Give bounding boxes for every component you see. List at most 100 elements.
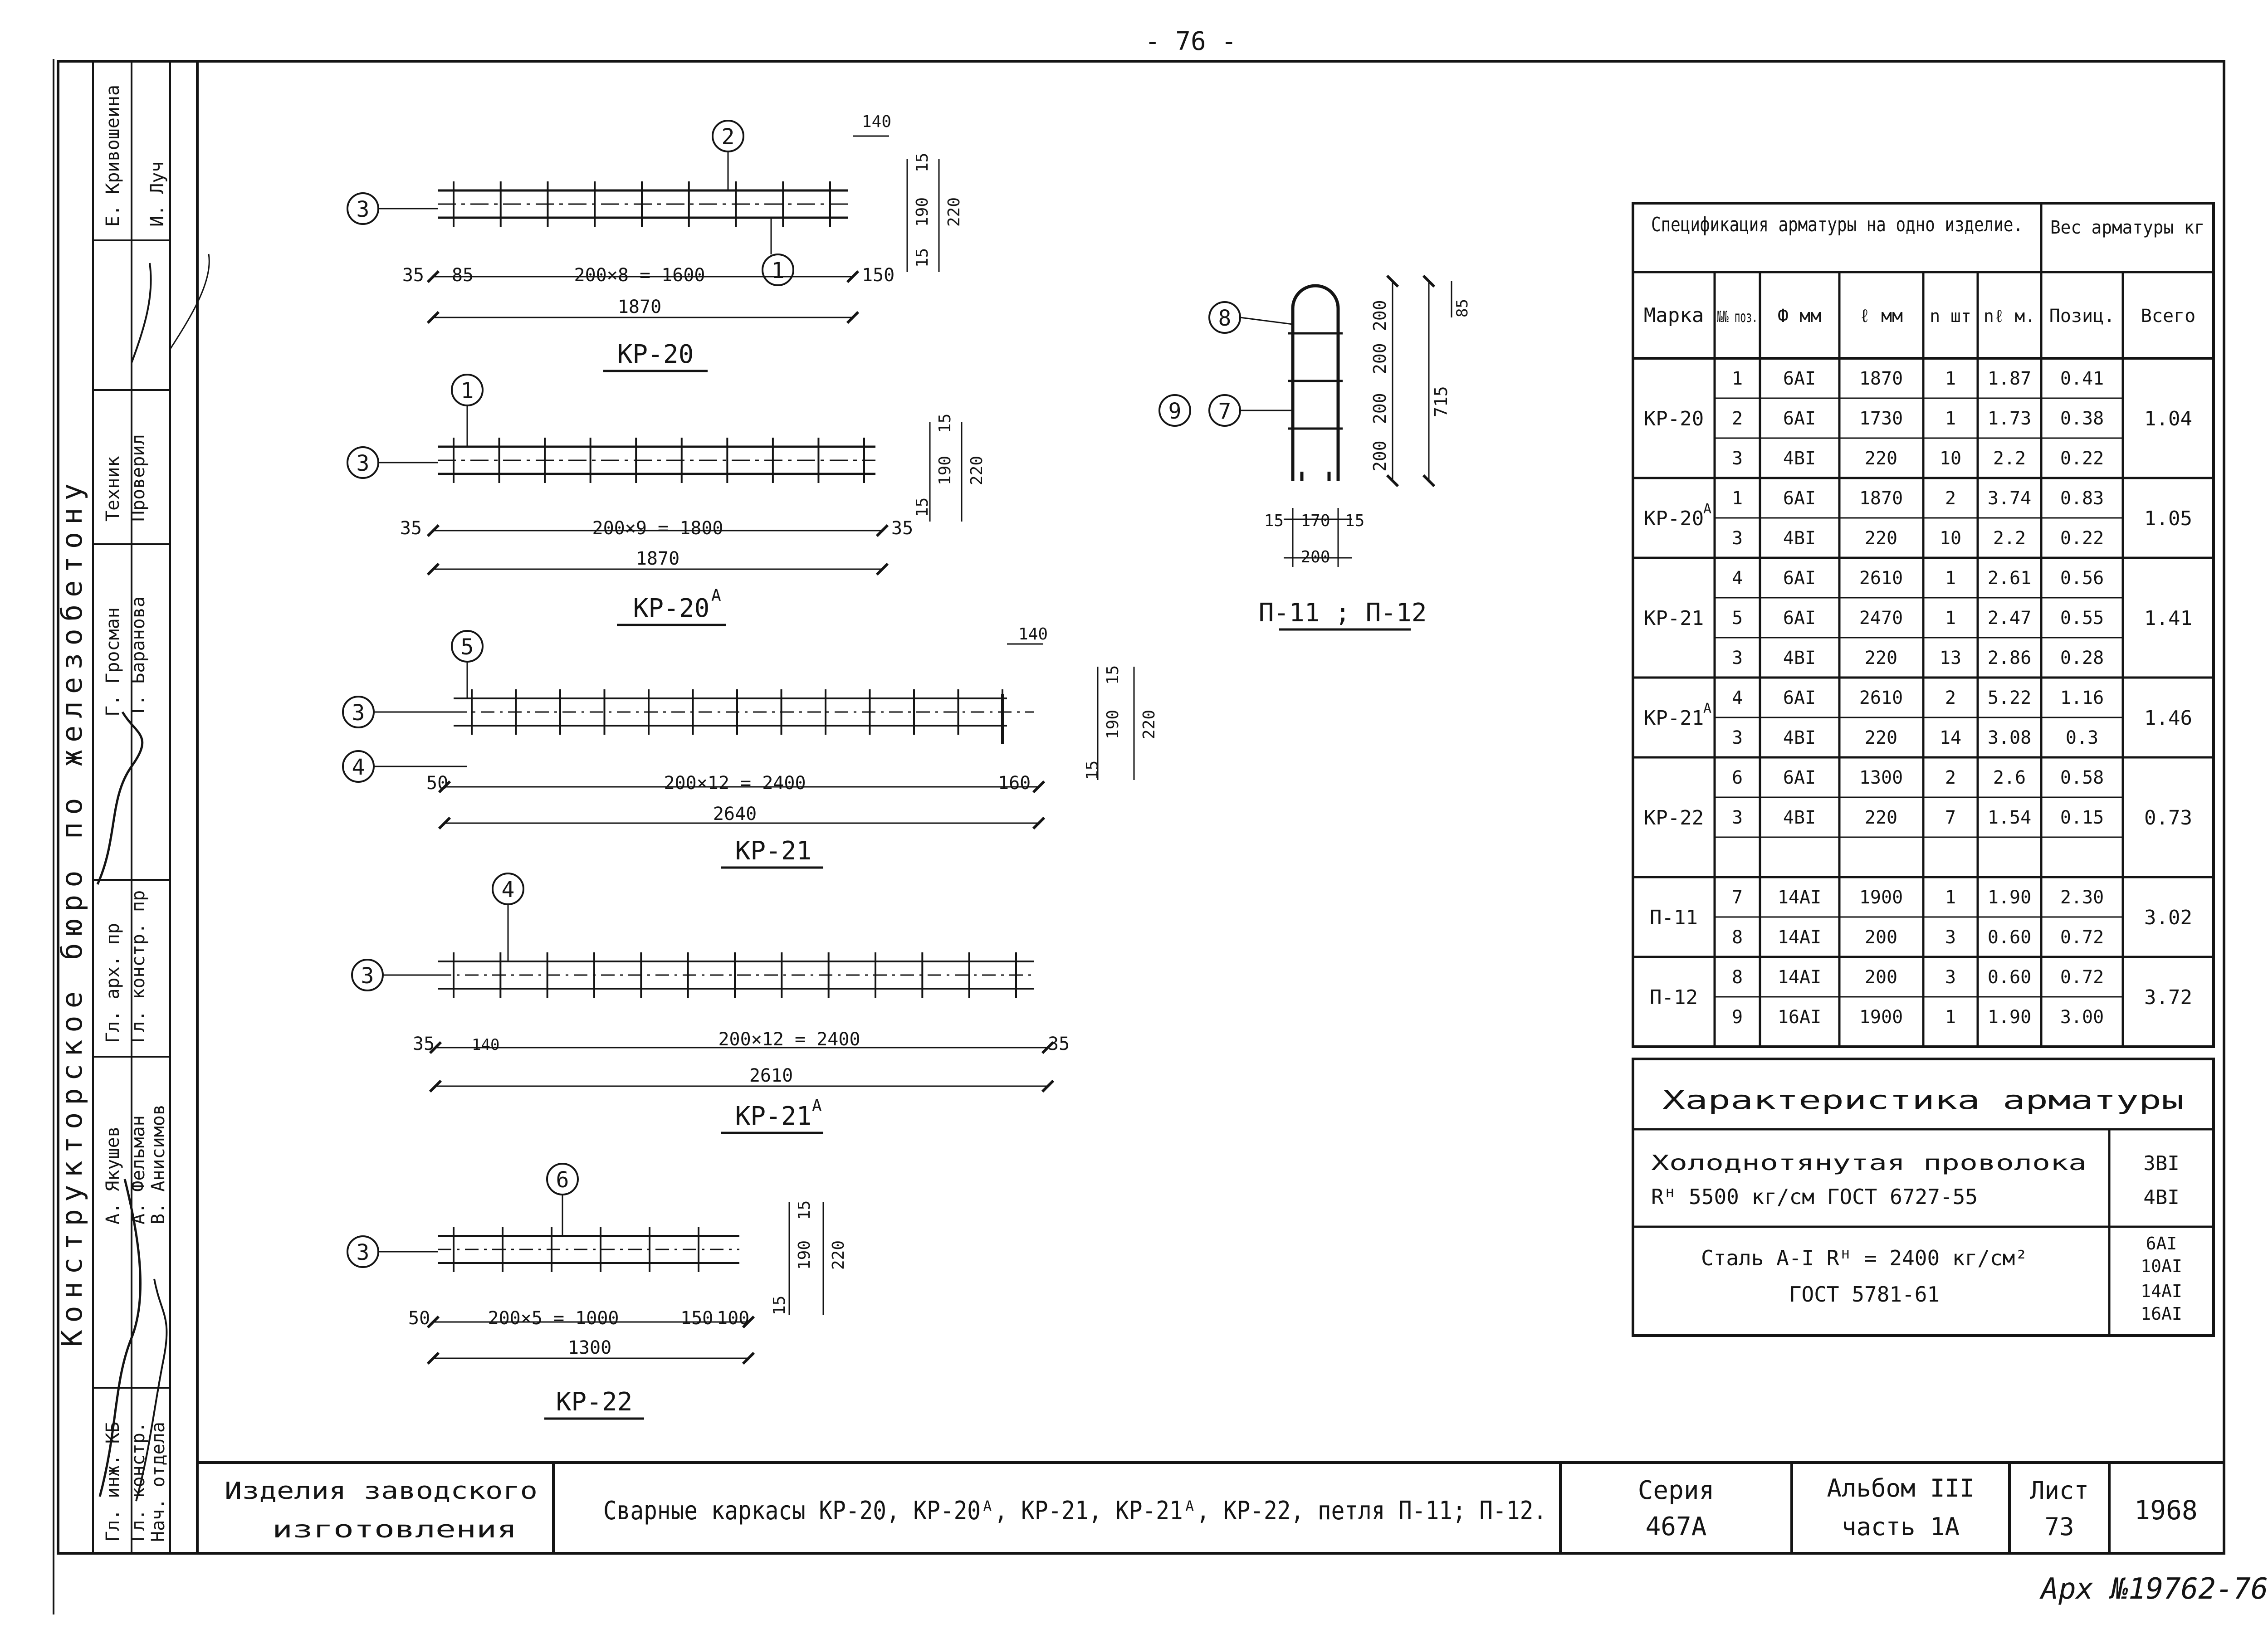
- side-col3-1: Гл. констр. пр: [128, 890, 149, 1043]
- kp21a-title-sup: А: [812, 1097, 822, 1115]
- spec-cell: 5: [1732, 608, 1743, 629]
- spec-cell: 10: [1940, 448, 1961, 469]
- signature-4: [131, 263, 152, 363]
- kp21-dim-h2: 220: [1140, 710, 1158, 739]
- spec-cell: 1: [1945, 408, 1956, 429]
- spec-cell: 1.54: [1988, 807, 2031, 828]
- signature-2: [135, 1278, 168, 1502]
- spec-cell: 1: [1945, 1007, 1956, 1028]
- spec-cell: 1: [1732, 488, 1743, 509]
- spec-cell: 220: [1865, 807, 1897, 828]
- signature-5: [169, 254, 210, 350]
- kp21a-dim-left2: 140: [472, 1036, 499, 1054]
- spec-cell: 1900: [1859, 1007, 1903, 1028]
- side-col4-1: Т. Баранова: [128, 596, 149, 717]
- spec-cell: 220: [1865, 528, 1897, 549]
- char-title: Характеристика арматуры: [1662, 1086, 2184, 1115]
- spec-cell: 1870: [1859, 368, 1903, 389]
- callout-4-label: 4: [502, 877, 515, 902]
- spec-cell: 3: [1945, 967, 1956, 988]
- spec-cell: 2: [1945, 767, 1956, 788]
- spec-cell: 6AI: [1783, 568, 1816, 589]
- kp20a-dim-right: 35: [891, 518, 913, 539]
- spec-header-1: №№ поз.: [1717, 308, 1758, 326]
- char-row1-text1: Холоднотянутая проволока: [1651, 1151, 2087, 1175]
- callout-5-label: 5: [461, 634, 474, 660]
- spec-header-5: nℓ м.: [1984, 306, 2035, 326]
- spec-header-3: ℓ мм: [1859, 306, 1903, 327]
- kp20-dim-total: 1870: [618, 297, 661, 317]
- kp20-dim-h1: 190: [913, 197, 932, 227]
- spec-mark: П-12: [1650, 986, 1698, 1009]
- spec-cell: 1.90: [1988, 1007, 2031, 1028]
- spec-header-6: Позиц.: [2049, 306, 2115, 327]
- callout-3-label: 3: [357, 1240, 370, 1265]
- kp20a-title-sup: А: [711, 586, 721, 605]
- loop-dim-width: 200: [1300, 548, 1330, 566]
- kp21a-dim-span: 200×12 = 2400: [718, 1029, 860, 1050]
- spec-cell: 1: [1945, 568, 1956, 589]
- kp20a-dim-h4: 15: [913, 498, 932, 517]
- spec-cell: 2.47: [1988, 608, 2031, 629]
- spec-mark: КР-21: [1644, 607, 1704, 630]
- kp22-title: КР-22: [556, 1387, 633, 1417]
- spec-cell: 2.61: [1988, 568, 2031, 589]
- callout-7-label: 7: [1218, 399, 1232, 424]
- loop-dim-w1: 15: [1264, 512, 1284, 530]
- loop-dim-top: 85: [1453, 299, 1471, 317]
- spec-cell: 6AI: [1783, 488, 1816, 509]
- spec-cell: 0.58: [2060, 767, 2104, 788]
- char-row2-grade-1: 10AI: [2141, 1256, 2182, 1276]
- spec-cell: 0.55: [2060, 608, 2104, 629]
- spec-cell: 14AI: [1778, 927, 1821, 948]
- kp22-dim-h2: 220: [829, 1240, 848, 1270]
- spec-cell: 14: [1940, 727, 1961, 748]
- spec-cell: 0.72: [2060, 967, 2104, 988]
- drawing-kp20a: 3 1 35 200×9 = 1800 35 1870 190 220 15 1…: [347, 374, 986, 626]
- spec-cell: 0.56: [2060, 568, 2104, 589]
- spec-mark: КР-20: [1644, 507, 1704, 530]
- series-label: Серия: [1638, 1476, 1715, 1505]
- spec-cell: 1: [1732, 368, 1743, 389]
- spec-cell: 6AI: [1783, 608, 1816, 629]
- spec-cell: 6AI: [1783, 767, 1816, 788]
- char-row1-grade-1: 4BI: [2143, 1186, 2179, 1209]
- sheet-value: 73: [2044, 1512, 2074, 1541]
- spec-cell: 3: [1732, 648, 1743, 668]
- spec-cell: 0.60: [1988, 927, 2031, 948]
- org-line: Конструкторское бюро по железобетону: [55, 476, 88, 1347]
- kp21-dim-right: 160: [998, 773, 1031, 794]
- spec-cell: 1: [1945, 608, 1956, 629]
- kp21-dim-h4: 15: [1083, 761, 1102, 780]
- kp21-dim-h3: 15: [1104, 665, 1122, 685]
- kp20a-dim-span: 200×9 = 1800: [592, 518, 723, 539]
- spec-cell: 220: [1865, 448, 1897, 469]
- side-col1-1: Гл. констр.: [128, 1422, 149, 1542]
- category-line1: Изделия заводского: [225, 1478, 538, 1505]
- callout-1-label: 1: [461, 378, 474, 404]
- loop-dim-w2: 170: [1300, 512, 1330, 530]
- spec-cell: 0.38: [2060, 408, 2104, 429]
- spec-header-0: Марка: [1644, 304, 1704, 327]
- spec-cell: 7: [1732, 887, 1743, 908]
- spec-cell: 1.87: [1988, 368, 2031, 389]
- spec-cell: 8: [1732, 927, 1743, 948]
- spec-cell: 13: [1940, 648, 1961, 668]
- title-block: Изделия заводского изготовления Сварные …: [197, 1461, 2224, 1553]
- kp20-dim-left2: 85: [452, 265, 474, 286]
- spec-cell: 1730: [1859, 408, 1903, 429]
- kp21-dim-span: 200×12 = 2400: [664, 773, 806, 794]
- spec-cell: 9: [1732, 1007, 1743, 1028]
- loop-dim-seg2: 200: [1370, 343, 1390, 374]
- spec-cell: 6AI: [1783, 408, 1816, 429]
- side-col4-0: Г. Гросман: [103, 607, 123, 717]
- kp22-dim-left: 50: [408, 1308, 430, 1329]
- spec-cell: 4BI: [1783, 448, 1816, 469]
- spec-cell: 4BI: [1783, 528, 1816, 549]
- sheet-label: Лист: [2030, 1476, 2089, 1505]
- spec-cell: 0.22: [2060, 528, 2104, 549]
- signature-1: [98, 1179, 142, 1497]
- callout-9-label: 9: [1168, 399, 1182, 424]
- spec-cell: 2.6: [1993, 767, 2026, 788]
